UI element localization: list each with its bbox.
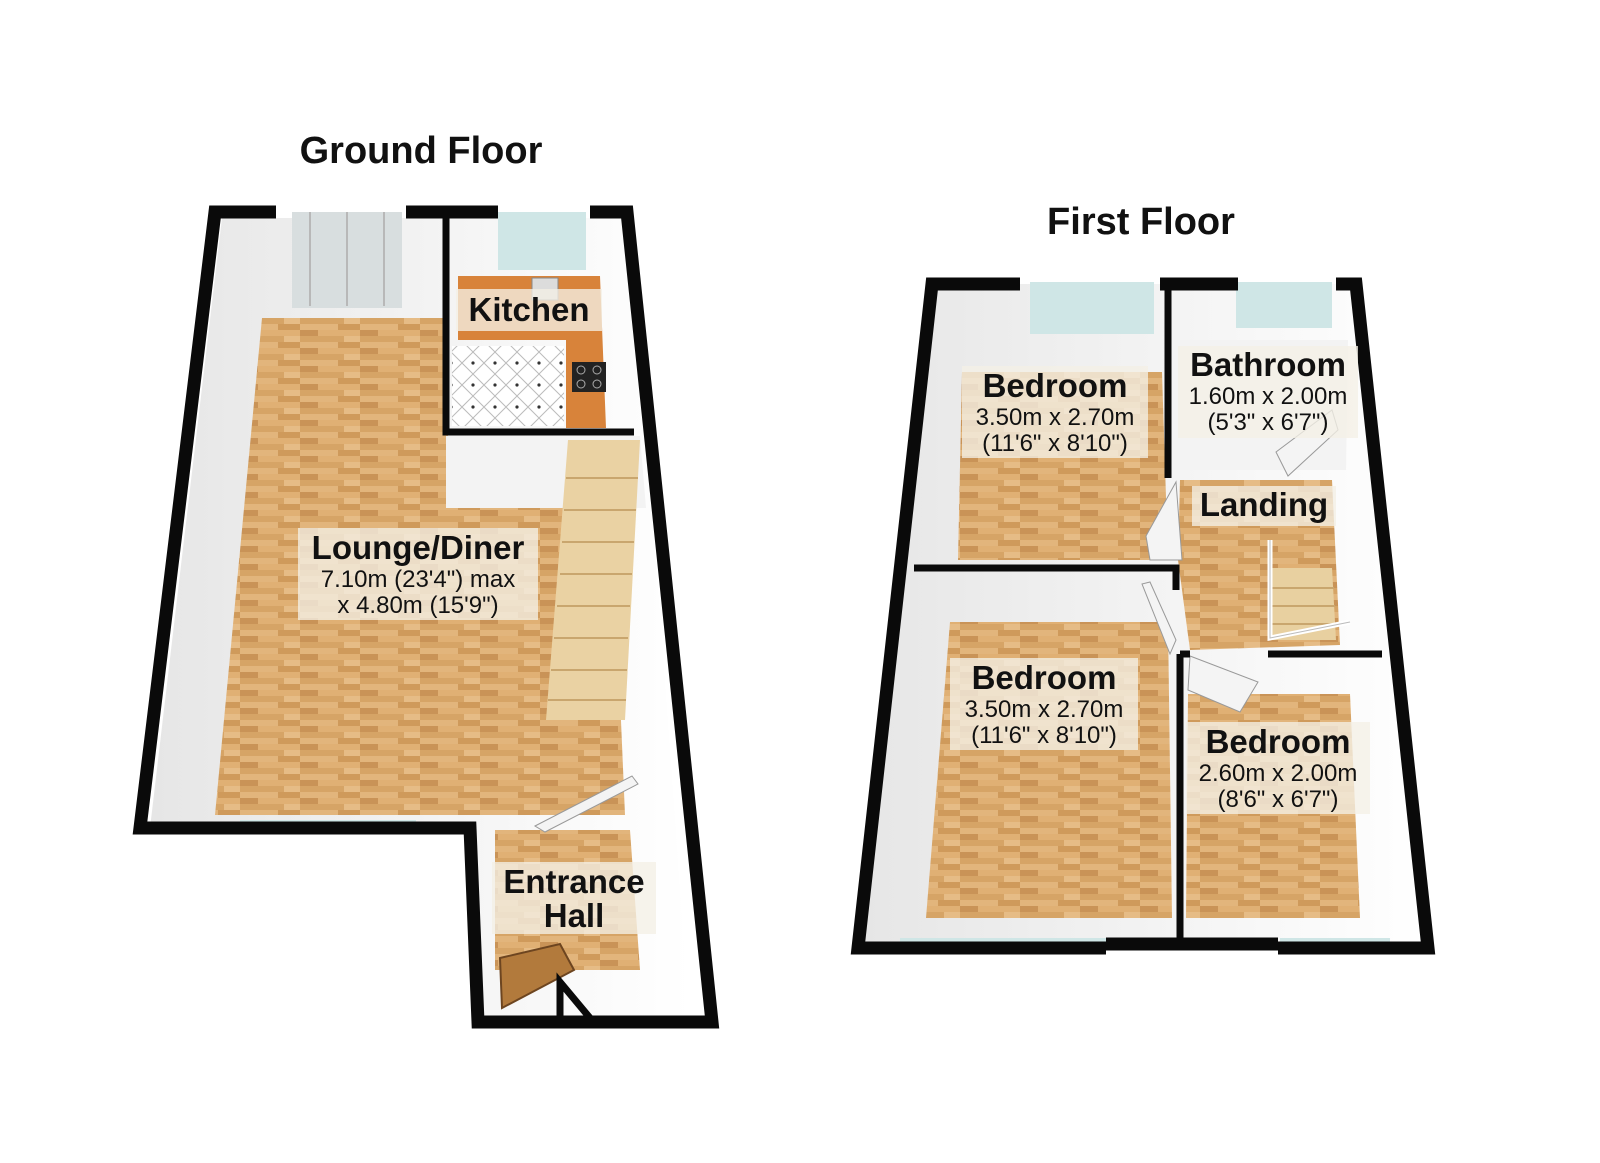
first-inner-walls [914,284,1382,948]
room-name-bedroom-1: Bedroom [983,367,1128,404]
room-bedroom-2: Bedroom 3.50m x 2.70m (11'6" x 8'10") [950,658,1138,750]
room-bathroom: Bathroom 1.60m x 2.00m (5'3" x 6'7") [1178,346,1358,438]
room-bedroom-3: Bedroom 2.60m x 2.00m (8'6" x 6'7") [1186,722,1370,814]
kitchen-window [498,212,586,270]
room-dim-lounge-1: 7.10m (23'4") max [321,566,516,593]
room-lounge-diner: Lounge/Diner 7.10m (23'4") max x 4.80m (… [298,528,538,620]
room-dim-bedroom-3-imperial: (8'6" x 6'7") [1218,786,1339,813]
room-name-bedroom-2: Bedroom [972,659,1117,696]
patio-door-window [292,212,402,308]
room-dim-bedroom-1-imperial: (11'6" x 8'10") [982,430,1128,457]
room-name-entrance: Entrance [503,863,644,900]
bedroom1-window [1030,282,1154,334]
staircase [546,440,640,720]
ground-floor-title: Ground Floor [300,130,543,172]
room-dim-lounge-2: x 4.80m (15'9") [337,592,498,619]
room-name-hall: Hall [544,897,605,934]
hall-door [533,775,639,833]
first-floor: First Floor [850,201,1436,955]
room-dim-bathroom-metric: 1.60m x 2.00m [1189,383,1348,410]
room-kitchen: Kitchen [456,289,602,331]
room-entrance-hall: Entrance Hall [492,862,656,934]
ground-walls [132,205,720,1029]
kitchen-floor [452,346,564,426]
room-bedroom-1: Bedroom 3.50m x 2.70m (11'6" x 8'10") [962,366,1148,458]
room-name-bedroom-3: Bedroom [1206,723,1351,760]
ground-inner-walls [442,212,634,1021]
room-name-kitchen: Kitchen [468,291,589,328]
ground-floor: Ground Floor [132,130,720,1029]
hob-icon [572,362,606,392]
first-floor-title: First Floor [1047,201,1235,243]
room-landing: Landing [1192,486,1336,526]
room-dim-bathroom-imperial: (5'3" x 6'7") [1208,409,1329,436]
room-dim-bedroom-1-metric: 3.50m x 2.70m [976,404,1135,431]
room-dim-bedroom-2-imperial: (11'6" x 8'10") [971,722,1117,749]
bathroom-window [1236,282,1332,328]
room-dim-bedroom-3-metric: 2.60m x 2.00m [1199,760,1358,787]
room-dim-bedroom-2-metric: 3.50m x 2.70m [965,696,1124,723]
landing-stairs [1267,540,1351,642]
room-name-lounge-diner: Lounge/Diner [312,529,525,566]
front-door [498,942,576,1010]
room-name-bathroom: Bathroom [1190,346,1346,383]
room-name-landing: Landing [1200,486,1328,523]
bedroom2-door [1141,581,1177,656]
bedroom1-door [1145,480,1183,561]
bedroom3-door [1187,655,1259,713]
